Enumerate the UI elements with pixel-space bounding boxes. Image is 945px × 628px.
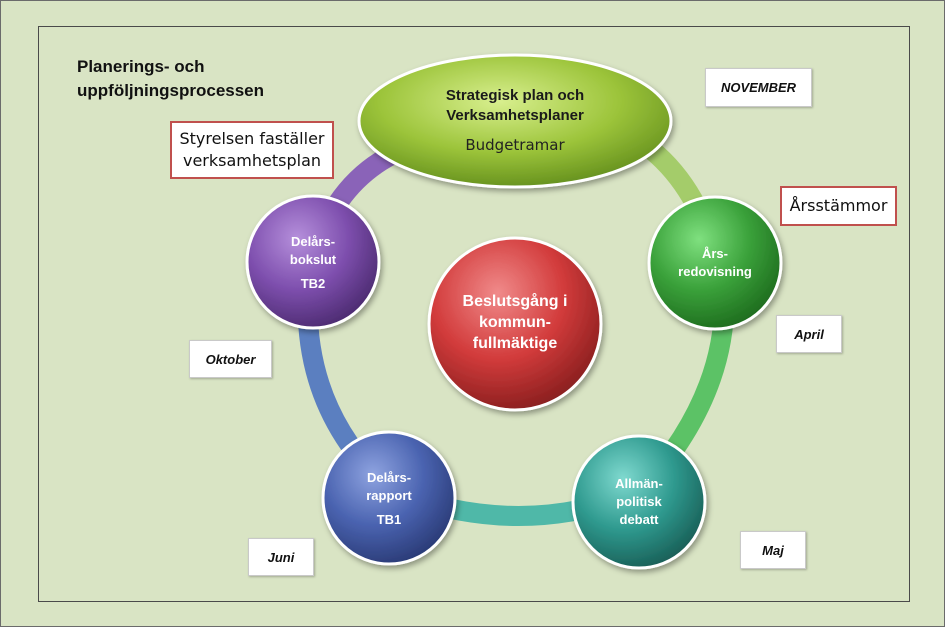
diagram-title-line1: Planerings- och [77,57,205,76]
node-line: Delårs- [366,470,412,485]
node-delarsrapport-circle [321,430,457,566]
top-node-line3: Budgetramar [465,136,565,154]
node-line: politisk [616,494,662,509]
node-line: rapport [366,488,412,503]
top-node-label: Strategisk plan och Verksamhetsplaner Bu… [389,86,641,155]
node-line: bokslut [289,252,337,267]
top-node-ellipse [357,53,673,189]
note-arsstammor: Årsstämmor [780,186,897,226]
diagram-title-line2: uppföljningsprocessen [77,81,265,100]
node-line: redovisning [678,264,752,279]
node-delarsrapport-label: Delårs- rapport TB1 [329,466,449,532]
node-allmanpolitisk-circle [571,434,707,570]
month-november: NOVEMBER [705,68,812,107]
diagram-title: Planerings- och uppföljningsprocessen [77,55,264,103]
node-arsredovisning-label: Års- redovisning [655,239,775,287]
node-line: Allmän- [615,476,663,491]
month-oktober: Oktober [189,340,272,378]
note-styrelsen-line1: Styrelsen faställer [179,129,325,148]
center-line: Beslutsgång i [462,293,568,310]
month-maj: Maj [740,531,806,569]
node-delarsbokslut-circle [245,194,381,330]
diagram-frame [38,26,910,602]
node-line: TB1 [376,512,402,527]
center-node-label: Beslutsgång i kommun- fullmäktige [429,291,601,354]
node-line: debatt [619,512,659,527]
top-node-line2: Verksamhetsplaner [446,107,584,124]
node-line: TB2 [300,276,326,291]
note-styrelsen: Styrelsen faställer verksamhetsplan [170,121,334,179]
month-april: April [776,315,842,353]
top-node-line1: Strategisk plan och [445,87,585,104]
node-allmanpolitisk-label: Allmän- politisk debatt [579,472,699,532]
center-line: fullmäktige [472,335,558,352]
month-juni: Juni [248,538,314,576]
node-line: Års- [701,246,728,261]
center-line: kommun- [479,314,551,331]
node-arsredovisning-circle [647,195,783,331]
center-node-circle [427,236,603,412]
note-styrelsen-line2: verksamhetsplan [182,151,322,170]
node-delarsbokslut-label: Delårs- bokslut TB2 [253,230,373,296]
node-line: Delårs- [290,234,336,249]
